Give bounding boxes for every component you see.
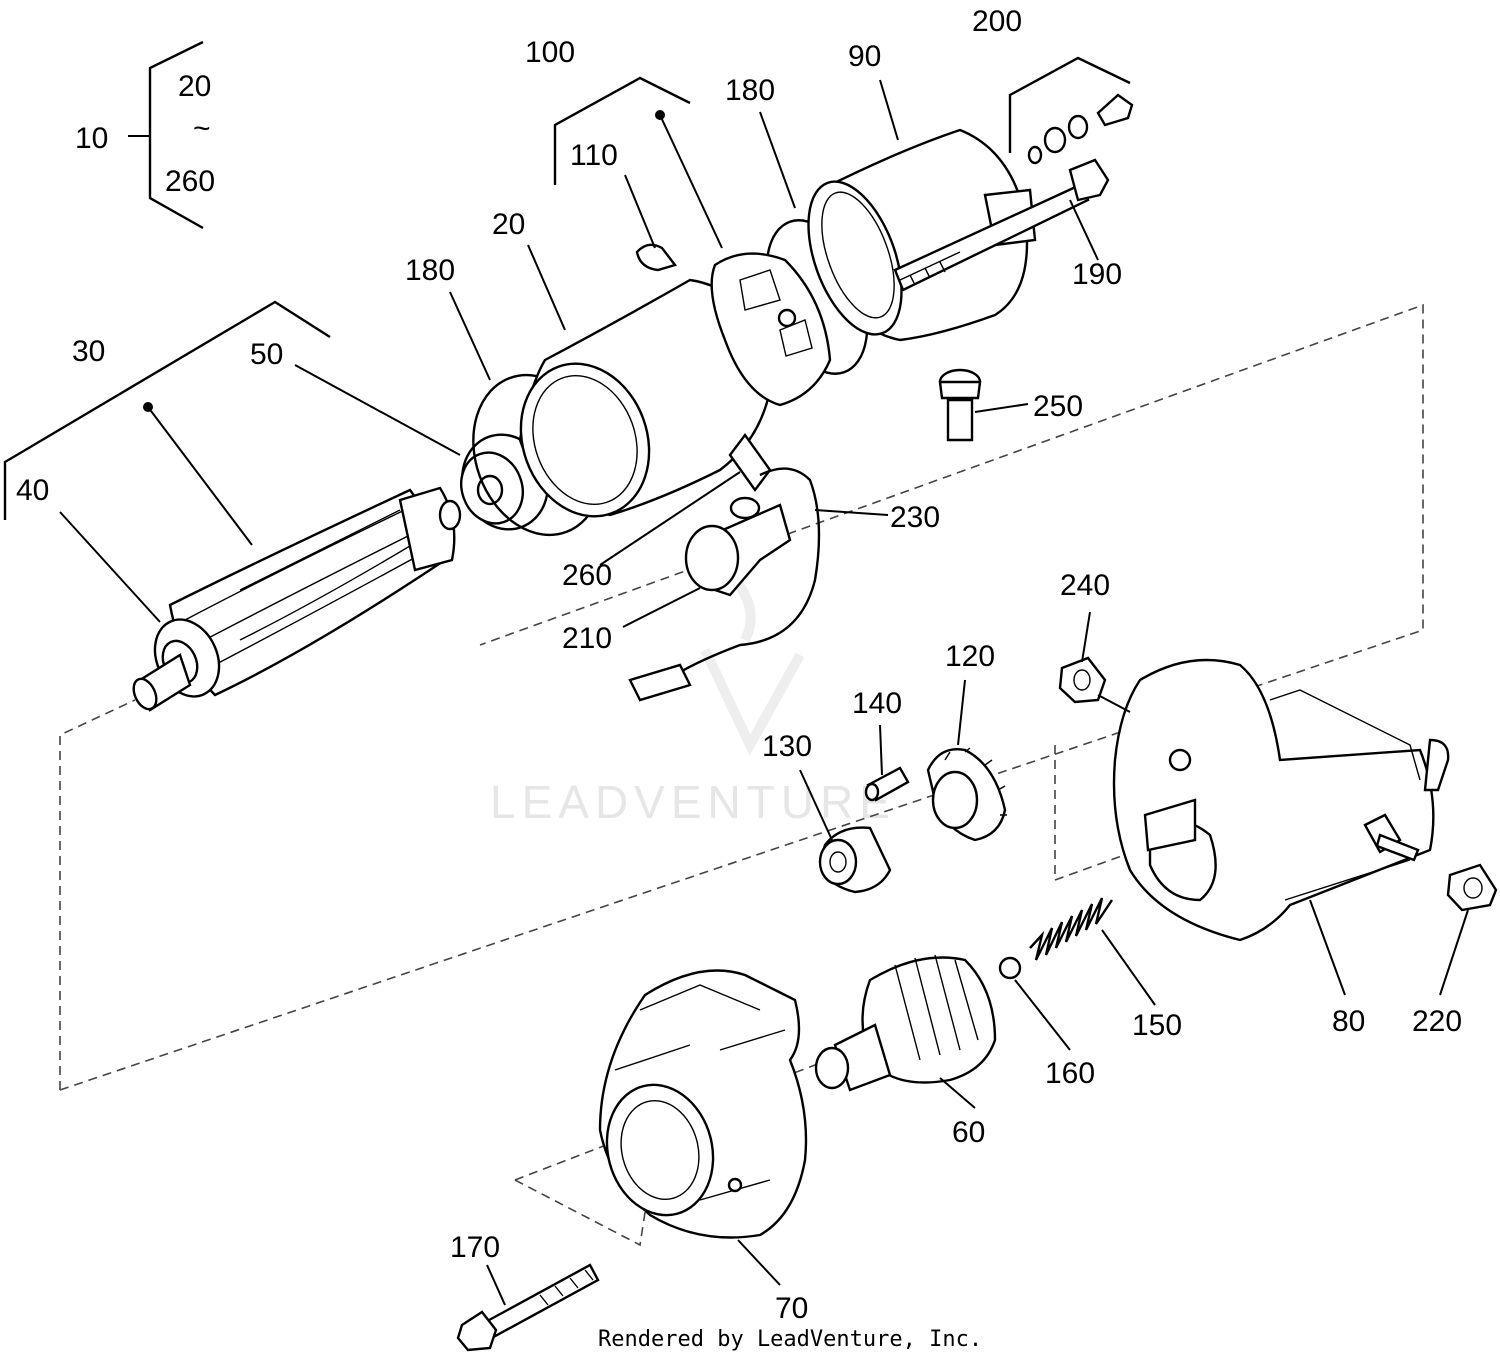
- callout-120: 120: [945, 640, 995, 673]
- pin-part-140: [864, 766, 910, 802]
- callout-220: 220: [1412, 1005, 1462, 1038]
- callout-260: 260: [562, 559, 612, 592]
- callout-180-upper: 180: [725, 74, 775, 107]
- callout-180-lower: 180: [405, 254, 455, 287]
- hardware-set-part-200: [1027, 93, 1134, 165]
- callout-150: 150: [1132, 1009, 1182, 1042]
- switch-part-210: [684, 496, 792, 597]
- callout-10: 10: [75, 122, 108, 155]
- group-brackets: [3, 40, 1131, 520]
- retainer-part-130: [818, 826, 892, 894]
- nut-part-220: [1446, 863, 1498, 912]
- callout-110: 110: [570, 139, 618, 172]
- leader-lines: [59, 79, 1469, 1306]
- callout-50: 50: [250, 338, 283, 371]
- callout-70: 70: [775, 1292, 808, 1325]
- spring-part-150: [1029, 897, 1113, 961]
- callout-60: 60: [952, 1116, 985, 1149]
- callout-100: 100: [525, 36, 575, 69]
- callout-range-tilde: ~: [193, 112, 211, 145]
- gear-part-120: [926, 747, 1007, 842]
- callout-230: 230: [890, 501, 940, 534]
- brush-holder-part-100: [710, 252, 832, 407]
- drive-housing-part-70: [598, 969, 808, 1239]
- callout-80: 80: [1332, 1005, 1365, 1038]
- callout-20: 20: [492, 208, 525, 241]
- callout-190: 190: [1072, 258, 1122, 291]
- housing-part-80: [1112, 658, 1450, 942]
- watermark-text: LEADVENTURE: [490, 776, 896, 828]
- nut-part-240: [1058, 656, 1107, 704]
- callout-40: 40: [16, 474, 49, 507]
- callout-200: 200: [972, 5, 1022, 38]
- watermark: LEADVENTURE: [490, 576, 896, 828]
- footer-credit: Rendered by LeadVenture, Inc.: [598, 1327, 982, 1352]
- callout-30: 30: [72, 335, 105, 368]
- callout-90: 90: [848, 40, 881, 73]
- callout-20-range-start: 20: [178, 70, 211, 103]
- callout-140: 140: [852, 687, 902, 720]
- callout-130: 130: [762, 730, 812, 763]
- callout-210: 210: [562, 622, 612, 655]
- callout-250: 250: [1033, 390, 1083, 423]
- callout-170: 170: [450, 1231, 500, 1264]
- callout-240: 240: [1060, 569, 1110, 602]
- callout-160: 160: [1045, 1057, 1095, 1090]
- armature-part-40: [132, 486, 462, 712]
- callout-260-range-end: 260: [165, 165, 215, 198]
- lead-wire-part-230: [628, 467, 821, 702]
- ball-part-160: [998, 956, 1022, 980]
- bolt-part-170: [456, 1263, 600, 1352]
- clip-part-110: [635, 243, 678, 272]
- clutch-pinion-part-60: [814, 954, 997, 1092]
- callout-labels: 10 20 ~ 260 100 110 180 90 200 190 20 18…: [16, 5, 1462, 1325]
- yoke-part-20: [518, 278, 772, 518]
- through-bolt-part-190: [893, 158, 1110, 292]
- bolt-part-250: [938, 368, 982, 442]
